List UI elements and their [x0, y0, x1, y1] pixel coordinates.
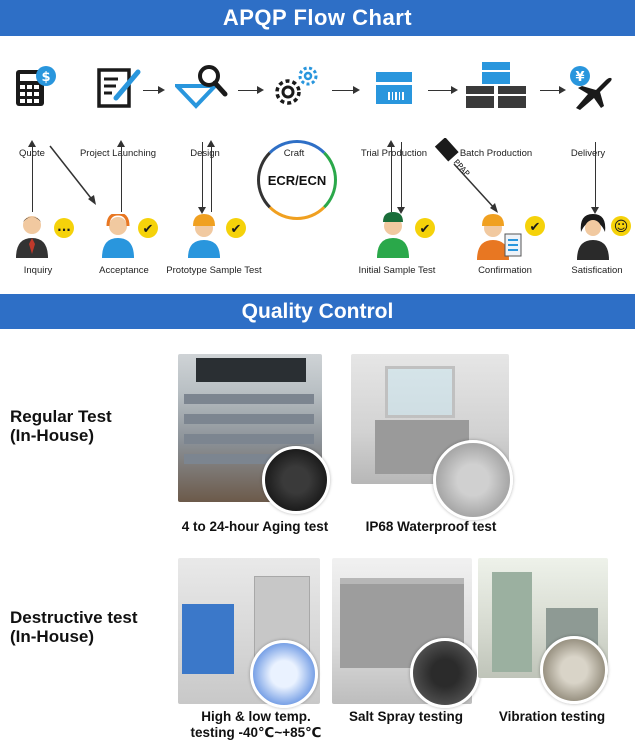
- arrow-craft-to-trial: [332, 86, 360, 94]
- node-label: Batch Production: [459, 148, 533, 159]
- arrow-delivery-to-satisfication: [591, 142, 599, 214]
- svg-text:¥: ¥: [575, 70, 584, 85]
- badge-text: ✔: [231, 222, 242, 237]
- temperature-test-caption-line2: testing -40℃~+85℃: [190, 725, 322, 740]
- quality-control-title: Quality Control: [0, 294, 635, 329]
- temperature-test-inset: [250, 640, 318, 708]
- barcode-box-icon: [376, 72, 412, 104]
- node-label: Trial Production: [360, 148, 428, 159]
- inspector-icon: ✔: [377, 212, 435, 258]
- destructive-test-label-line2: (In-House): [10, 627, 95, 646]
- aging-test-inset: [262, 446, 330, 514]
- ppap-label: PPAP: [452, 158, 472, 179]
- arrow-launch-to-design: [143, 86, 165, 94]
- node-label: Project Launching: [79, 148, 157, 159]
- node-label: Prototype Sample Test: [166, 265, 262, 276]
- yen-airplane-icon: ¥: [570, 66, 612, 110]
- waterproof-test-inset: [433, 440, 513, 520]
- arrow-acceptance-to-launching: [117, 140, 125, 212]
- aging-test-monitors: [196, 358, 306, 382]
- ppap-arrow: PPAP: [434, 138, 498, 213]
- node-label: Design: [190, 148, 220, 159]
- destructive-test-label: Destructive test (In-House): [10, 608, 138, 646]
- ecr-label: ECR/ECN: [267, 172, 327, 188]
- regular-test-label: Regular Test (In-House): [10, 407, 112, 445]
- arrow-inquiry-to-quote: [28, 140, 36, 212]
- arrow-sample-to-trial: [387, 140, 395, 212]
- arrow-design-to-craft: [238, 86, 264, 94]
- badge-text: ...: [57, 220, 71, 234]
- document-pen-icon: [97, 68, 141, 108]
- regular-test-label-line2: (In-House): [10, 426, 95, 445]
- calculator-dollar-icon: $: [16, 66, 56, 106]
- regular-test-label-line1: Regular Test: [10, 407, 112, 426]
- arrow-prototype-to-design: [207, 140, 215, 212]
- aging-test-caption: 4 to 24-hour Aging test: [181, 519, 329, 534]
- salt-spray-test-caption: Salt Spray testing: [348, 709, 464, 724]
- flow-chart-title: APQP Flow Chart: [0, 0, 635, 36]
- apqp-flow-chart: $ Quote Project Launching Design Craft: [0, 36, 635, 294]
- node-label: Initial Sample Test: [358, 265, 436, 276]
- node-label: Satisfication: [571, 265, 623, 276]
- node-label: Delivery: [570, 148, 606, 159]
- ecr-ecn-cycle: ECR/ECN: [257, 140, 337, 220]
- node-label: Inquiry: [23, 265, 53, 276]
- temperature-test-caption: High & low temp. testing -40℃~+85℃: [184, 709, 328, 741]
- svg-text:$: $: [41, 70, 50, 85]
- arrow-design-to-prototype: [198, 142, 206, 214]
- stacked-boxes-icon: [466, 62, 526, 108]
- badge-text: ✔: [530, 220, 541, 235]
- woman-icon: ☺: [577, 214, 631, 260]
- salt-spray-test-inset: [410, 638, 480, 708]
- businessman-icon: ...: [16, 216, 74, 258]
- node-label: Quote: [19, 148, 45, 159]
- badge-text: ✔: [143, 222, 154, 237]
- badge-text: ☺: [614, 219, 629, 235]
- node-label: Confirmation: [478, 265, 532, 276]
- node-label: Acceptance: [99, 265, 149, 276]
- arrow-quote-to-acceptance: [49, 145, 96, 205]
- vibration-test-inset: [540, 636, 608, 704]
- arrow-trial-to-sample: [397, 142, 405, 214]
- waterproof-test-photo: [351, 354, 509, 484]
- waterproof-test-caption: IP68 Waterproof test: [365, 519, 497, 534]
- badge-text: ✔: [420, 222, 431, 237]
- headset-agent-icon: ✔: [102, 214, 158, 258]
- vibration-test-caption: Vibration testing: [498, 709, 606, 724]
- destructive-test-label-line1: Destructive test: [10, 608, 138, 627]
- worker-clipboard-icon: ✔: [477, 214, 545, 260]
- triangle-magnifier-icon: [175, 65, 228, 109]
- arrow-batch-to-delivery: [540, 86, 566, 94]
- arrow-trial-to-batch: [428, 86, 458, 94]
- temperature-test-caption-line1: High & low temp.: [201, 709, 311, 724]
- hardhat-worker-icon: ✔: [188, 214, 246, 258]
- gears-icon: [275, 66, 318, 105]
